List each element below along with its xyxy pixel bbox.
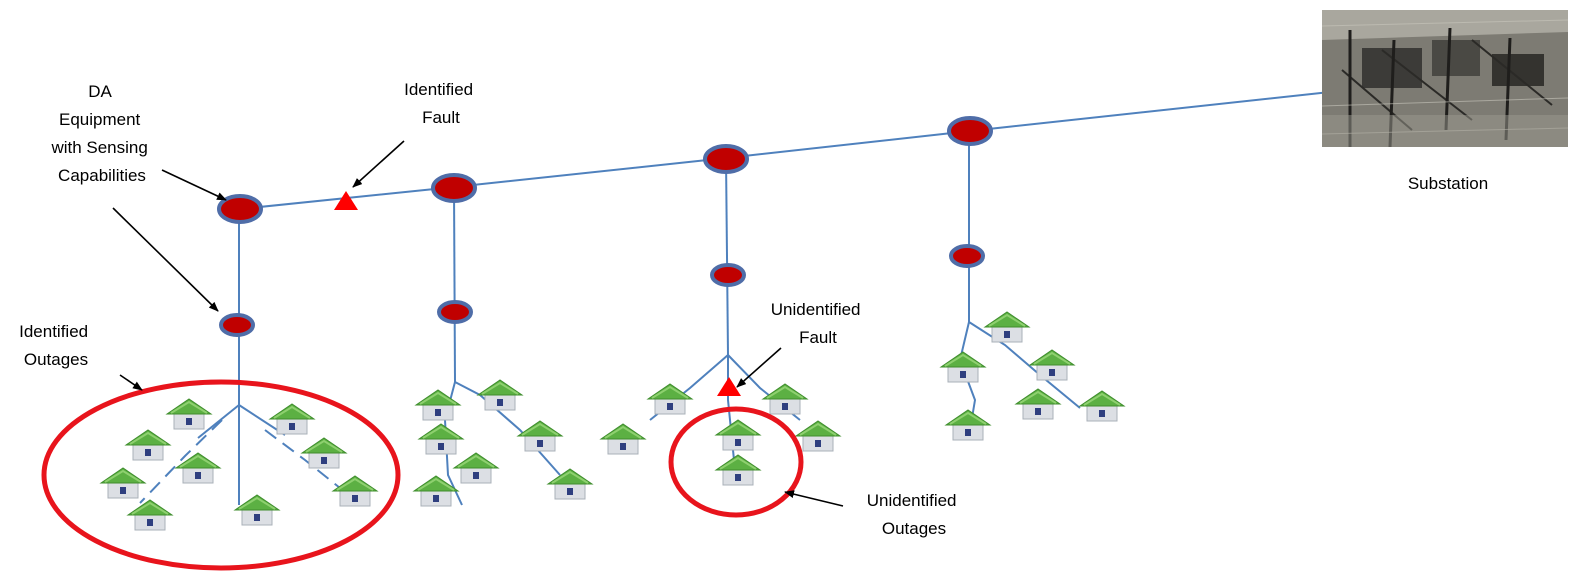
house-icon xyxy=(762,383,808,415)
house-icon xyxy=(517,420,563,452)
annotation-arrows xyxy=(112,140,844,507)
house-icon xyxy=(418,423,464,455)
house-icon xyxy=(166,398,212,430)
house-icon xyxy=(1015,388,1061,420)
house-icon xyxy=(453,452,499,484)
da-sensor-icon xyxy=(437,300,473,324)
identified-outages-label: Identified Outages xyxy=(19,322,93,369)
house-icon xyxy=(127,499,173,531)
house-icon xyxy=(600,423,646,455)
house-icon xyxy=(415,389,461,421)
da-equipment-line-1: DA xyxy=(88,82,112,101)
houses xyxy=(100,311,1125,531)
house-icon xyxy=(647,383,693,415)
identified-outages-line-2: Outages xyxy=(24,350,88,369)
substation-photo xyxy=(1322,10,1568,147)
unidentified-outages-ring xyxy=(668,406,804,518)
unidentified-outages-label: Unidentified Outages xyxy=(867,491,962,538)
substation-label: Substation xyxy=(1407,174,1489,193)
fault-triangle-icon xyxy=(717,377,741,396)
da-equipment-line-3: with Sensing xyxy=(50,138,147,157)
house-icon xyxy=(301,437,347,469)
identified-fault-line-1: Identified xyxy=(404,80,473,99)
da-sensor-icon xyxy=(949,244,985,268)
da-sensor-icon xyxy=(219,313,255,337)
identified-outages-ring xyxy=(41,379,401,571)
unidentified-outages-line-2: Outages xyxy=(882,519,946,538)
house-icon xyxy=(984,311,1030,343)
unidentified-fault-label: Unidentified Fault xyxy=(771,300,866,347)
da-equipment-line-2: Equipment xyxy=(59,110,141,129)
identified-outages-line-1: Identified xyxy=(19,322,88,341)
house-icon xyxy=(940,351,986,383)
house-icon xyxy=(795,420,841,452)
main-feeder-line xyxy=(239,91,1331,210)
da-sensors xyxy=(217,116,993,337)
identified-fault-line-2: Fault xyxy=(422,108,460,127)
da-sensor-icon xyxy=(703,144,749,174)
house-icon xyxy=(125,429,171,461)
da-equipment-label: DA Equipment with Sensing Capabilities xyxy=(50,82,152,185)
house-icon xyxy=(715,454,761,486)
da-equipment-line-4: Capabilities xyxy=(58,166,146,185)
da-sensor-icon xyxy=(710,263,746,287)
unidentified-outages-line-1: Unidentified xyxy=(867,491,957,510)
house-icon xyxy=(332,475,378,507)
da-sensor-icon xyxy=(431,173,477,203)
fault-triangle-icon xyxy=(334,191,358,210)
house-icon xyxy=(100,467,146,499)
identified-fault-label: Identified Fault xyxy=(404,80,478,127)
house-icon xyxy=(269,403,315,435)
house-icon xyxy=(234,494,280,526)
house-icon xyxy=(715,419,761,451)
unidentified-fault-line-1: Unidentified xyxy=(771,300,861,319)
house-icon xyxy=(945,409,991,441)
house-icon xyxy=(1079,390,1125,422)
house-icon xyxy=(1029,349,1075,381)
house-icon xyxy=(477,379,523,411)
da-sensor-icon xyxy=(947,116,993,146)
house-icon xyxy=(547,468,593,500)
unidentified-fault-line-2: Fault xyxy=(799,328,837,347)
